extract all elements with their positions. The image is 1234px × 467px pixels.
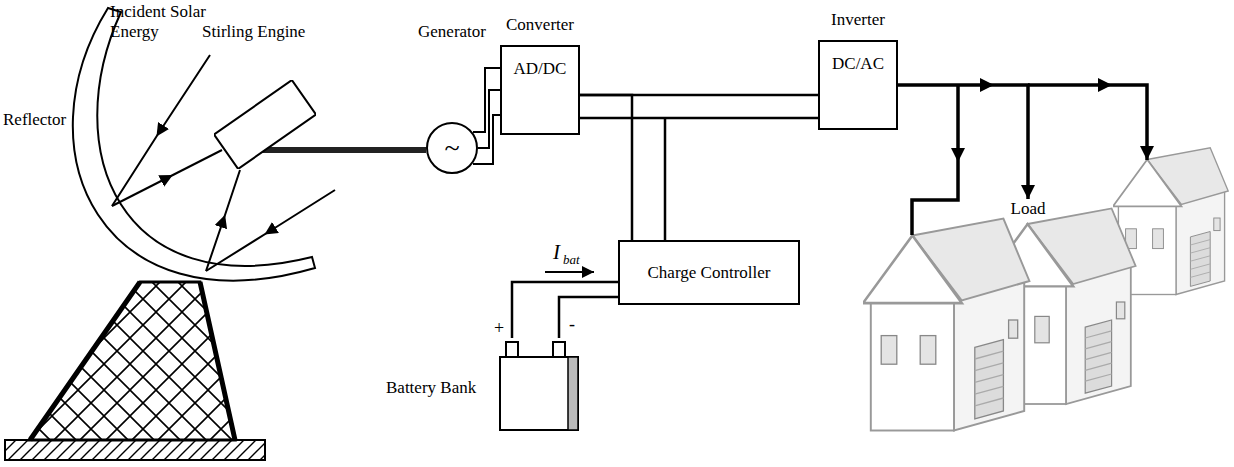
node-text: ~ [444,132,459,164]
load-feed-wire [912,85,958,235]
solar-rays [112,55,335,271]
current-symbol: I [553,240,560,264]
generator-wire [473,115,500,164]
flow-arrowheads [951,78,1154,162]
incident-energy-label: Incident Solar Energy [110,2,235,41]
node-text: DC/AC [832,54,884,74]
charge-controller-box: Charge Controller [618,240,800,305]
node-title: Load [1009,199,1048,219]
battery-bank: Battery Bank [498,338,582,433]
node-title: Inverter [831,10,885,30]
inverter-box: InverterDC/AC [818,40,898,130]
node-text: AD/DC [514,59,567,79]
dc-bus-wire [580,118,818,240]
stirling-engine: Stirling Engine [214,80,316,169]
node-title: Stirling Engine [202,22,305,42]
terminal-polarity: - [569,314,575,335]
load-feed-wire [1028,85,1147,160]
generator-wire [473,68,500,132]
drive-shaft [316,147,426,153]
node-title: Battery Bank [386,378,476,398]
battery-wire [559,297,618,338]
node-title: Generator [418,22,486,42]
house [863,219,1029,431]
engine-body [214,80,316,169]
current-arrow [545,271,594,273]
node-title: Charge Controller [648,263,771,283]
electrical-wire [580,95,632,240]
electrical-wire [512,282,618,338]
load-label-box: Load [1005,199,1051,221]
node-title: Converter [506,15,574,35]
converter-box: ConverterAD/DC [500,45,580,135]
battery-symbol [498,338,582,433]
reflector-label: Reflector [3,110,66,130]
reflector-dish [73,8,315,281]
current-subscript: bat [563,253,580,268]
support-tower [5,282,265,460]
terminal-polarity: + [494,318,504,339]
generator-symbol: Generator~ [426,122,478,174]
electrical-wire [478,90,500,148]
electrical-wire [898,85,1028,199]
